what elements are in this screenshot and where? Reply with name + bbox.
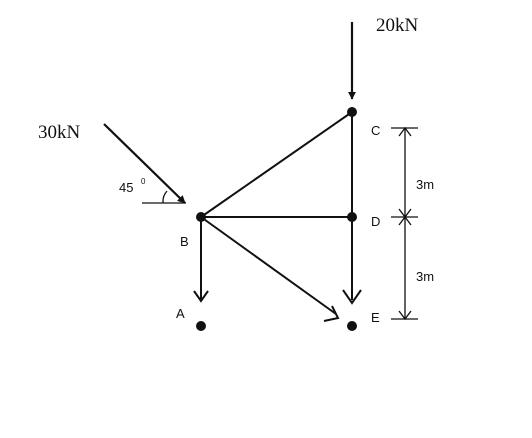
load-arrow-left: [103, 123, 186, 204]
node-label-b: B: [180, 234, 189, 249]
node-label-e: E: [371, 310, 380, 325]
dimension-arrow-c-down: [398, 126, 412, 137]
node-label-c: C: [371, 123, 380, 138]
node-d: [347, 212, 357, 222]
arrowhead-de: [342, 289, 362, 305]
dimension-label-upper: 3m: [416, 177, 434, 192]
node-label-a: A: [176, 306, 185, 321]
member-be: [200, 216, 337, 315]
dimension-arrow-e-up: [398, 310, 412, 321]
load-label-top: 20kN: [376, 15, 419, 36]
dimension-arrow-d-down: [398, 215, 412, 226]
node-e-support: [347, 321, 357, 331]
node-a-support: [196, 321, 206, 331]
node-label-d: D: [371, 214, 380, 229]
arrowhead-a: [193, 290, 209, 303]
load-label-left: 30kN: [38, 122, 81, 143]
arrowhead-be: [323, 305, 340, 322]
angle-arc: [162, 190, 168, 204]
angle-degree-symbol: 0: [141, 177, 146, 186]
angle-label: 45: [119, 180, 133, 195]
node-c: [347, 107, 357, 117]
dimension-label-lower: 3m: [416, 269, 434, 284]
node-b: [196, 212, 206, 222]
member-bc: [200, 111, 353, 218]
